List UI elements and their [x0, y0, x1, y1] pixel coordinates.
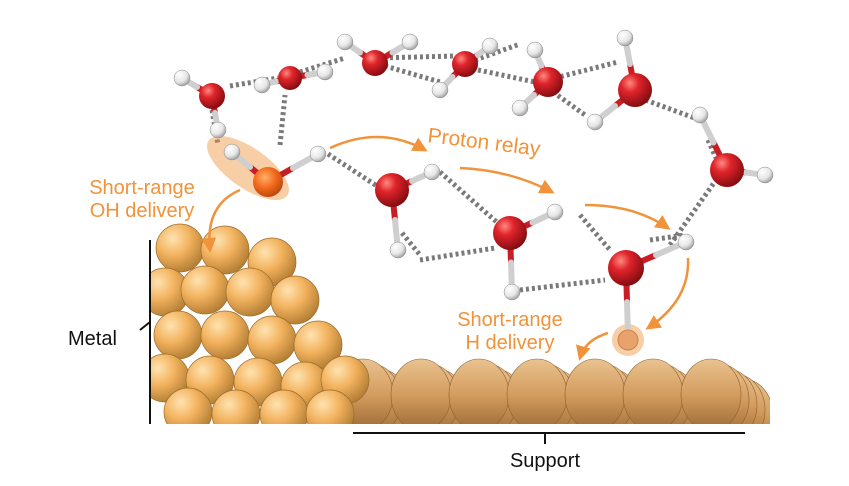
hydrogen-atom — [209, 121, 227, 139]
support-atom — [564, 358, 626, 432]
oh-delivery-arrow — [201, 188, 241, 253]
metal-cluster — [100, 223, 370, 464]
hydrogen-atom — [756, 166, 774, 184]
metal-atom — [155, 223, 205, 273]
h-delivery-label-line1: Short-range — [457, 309, 563, 331]
oxygen-atom — [618, 73, 652, 107]
metal-bracket-tick — [139, 321, 151, 331]
support-atom — [680, 358, 742, 432]
oxygen-atom — [362, 50, 388, 76]
support-atom — [622, 358, 684, 432]
hydrogen-atom — [389, 241, 407, 259]
delivered-h-atom — [617, 329, 639, 351]
hydrogen-atom — [586, 113, 604, 131]
oxygen-atom — [199, 83, 225, 109]
arrows — [201, 135, 690, 361]
support-atom — [448, 358, 510, 432]
hydrogen-atom — [503, 283, 521, 301]
metal-atom — [225, 267, 275, 317]
hydrogen-atom — [316, 63, 334, 81]
brackets — [139, 240, 745, 444]
hydrogen-atom — [423, 163, 441, 181]
h-delivery-label-line2: H delivery — [466, 332, 555, 354]
oh-delivery-label-line2: OH delivery — [90, 200, 194, 222]
hydrogen-atom — [431, 81, 449, 99]
metal-atom — [270, 275, 320, 325]
proton-relay-arrow-3 — [584, 203, 671, 230]
oxygen-atom — [493, 216, 527, 250]
oxygen-atom — [452, 51, 478, 77]
support-atom — [506, 358, 568, 432]
hydrogen-atom — [677, 233, 695, 251]
oxygen-atom — [710, 153, 744, 187]
metal-atom — [200, 310, 250, 360]
hydrogen-atom — [309, 145, 327, 163]
support-surface — [332, 340, 849, 464]
hydrogen-atom — [511, 99, 529, 117]
proton-relay-arrow-4 — [645, 257, 690, 330]
hydrogen-atom — [173, 69, 191, 87]
support-atom — [390, 358, 452, 432]
h-delivery-arrow — [575, 331, 609, 361]
hydrogen-bonds — [209, 41, 719, 293]
metal-label: Metal — [68, 328, 117, 350]
proton-relay-arrow-1 — [329, 135, 428, 152]
oh-oxygen-atom — [253, 167, 283, 197]
hydrogen-atom — [253, 76, 271, 94]
proton-relay-label: Proton relay — [426, 124, 542, 161]
hydrogen-atom — [616, 29, 634, 47]
hydrogen-atom — [691, 106, 709, 124]
hydrogen-atom — [546, 203, 564, 221]
oxygen-atom — [375, 173, 409, 207]
hydrogen-atom — [223, 143, 241, 161]
oxygen-atom — [278, 66, 302, 90]
hydrogen-atom — [481, 37, 499, 55]
proton-relay-arrow-2 — [459, 166, 555, 194]
oxygen-atom — [533, 67, 563, 97]
metal-atom — [247, 315, 297, 365]
oxygen-atom — [608, 250, 644, 286]
hydrogen-atom — [336, 33, 354, 51]
support-label: Support — [510, 450, 580, 472]
hydrogen-atom — [401, 33, 419, 51]
metal-atom — [153, 310, 203, 360]
water-molecules — [173, 29, 774, 351]
oh-delivery-label-line1: Short-range — [89, 177, 195, 199]
hydrogen-atom — [526, 41, 544, 59]
metal-atom — [180, 265, 230, 315]
